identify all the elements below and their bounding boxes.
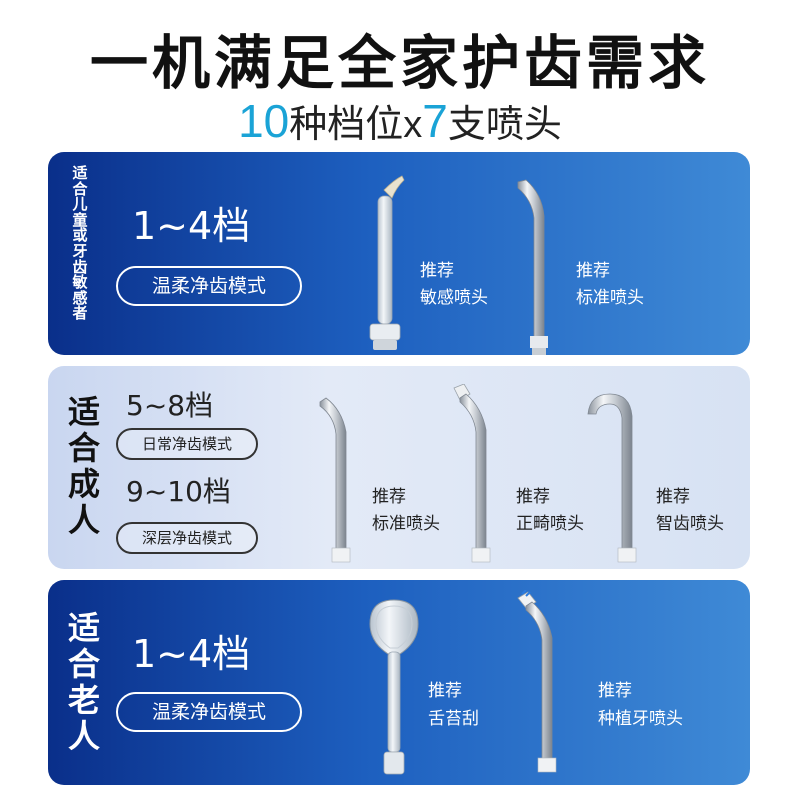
gear-level: 1~4档	[132, 632, 251, 676]
sensitive-nozzle-icon	[369, 175, 405, 350]
nozzle-rec: 推荐	[428, 681, 462, 701]
nozzle-name: 正畸喷头	[516, 514, 584, 534]
nozzle-rec: 推荐	[372, 487, 406, 507]
implant-nozzle-icon	[517, 590, 557, 773]
gear-level: 9~10档	[126, 475, 231, 508]
nozzle-name: 敏感喷头	[420, 288, 488, 308]
panel-label: 适合老人	[67, 609, 100, 755]
panel-children: 适合儿童或牙齿敏感者 1~4档 温柔净齿模式 推荐 敏感喷头 推荐 标准喷头	[48, 152, 750, 355]
nozzle-count: 7	[422, 95, 448, 147]
panel-elderly: 适合老人 1~4档 温柔净齿模式 推荐 舌苔刮 推荐 种植牙喷头	[48, 580, 750, 785]
nozzle-name: 标准喷头	[372, 514, 440, 534]
page-subtitle: 10种档位x7支喷头	[0, 96, 800, 150]
nozzle-rec: 推荐	[576, 261, 610, 281]
panel-label: 适合成人	[67, 393, 100, 539]
nozzle-rec: 推荐	[516, 487, 550, 507]
nozzle-rec: 推荐	[420, 261, 454, 281]
gear-count: 10	[238, 95, 290, 147]
gear-level: 5~8档	[126, 389, 214, 422]
nozzle-name: 智齿喷头	[656, 514, 724, 534]
gear-level: 1~4档	[132, 204, 251, 248]
nozzle-rec: 推荐	[656, 487, 690, 507]
panel-adults: 适合成人 5~8档 日常净齿模式 9~10档 深层净齿模式 推荐 标准喷头 推荐…	[48, 366, 750, 569]
nozzle-count-unit: 支喷头	[447, 102, 562, 146]
nozzle-name: 种植牙喷头	[598, 709, 683, 729]
tongue-scraper-icon	[369, 599, 419, 775]
mode-pill: 日常净齿模式	[116, 428, 258, 460]
page-title: 一机满足全家护齿需求	[89, 29, 710, 97]
nozzle-name: 标准喷头	[576, 288, 644, 308]
wisdom-tooth-nozzle-icon	[587, 393, 637, 563]
nozzle-name: 舌苔刮	[428, 709, 479, 729]
nozzle-rec: 推荐	[598, 681, 632, 701]
mode-pill: 温柔净齿模式	[116, 692, 302, 732]
times-sign: x	[403, 104, 423, 146]
gear-count-unit: 种档位	[289, 102, 404, 146]
mode-pill: 深层净齿模式	[116, 522, 258, 554]
panel-label: 适合儿童或牙齿敏感者	[72, 164, 88, 323]
standard-nozzle-icon	[517, 179, 548, 355]
mode-pill: 温柔净齿模式	[116, 266, 302, 306]
standard-nozzle-icon	[319, 397, 351, 563]
orthodontic-nozzle-icon	[453, 384, 491, 563]
